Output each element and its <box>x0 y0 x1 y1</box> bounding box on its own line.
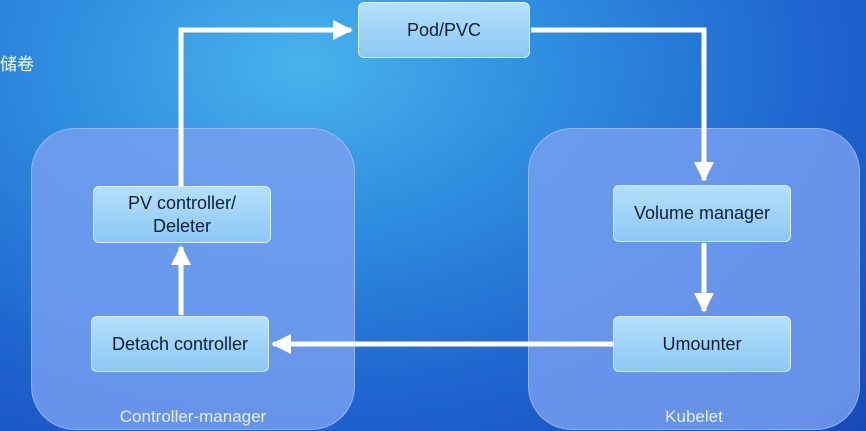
detach-controller-node: Detach controller <box>91 316 269 372</box>
controller-manager-group: Controller-manager <box>31 128 355 430</box>
kubelet-label: Kubelet <box>665 407 723 426</box>
pod-pvc-label: Pod/PVC <box>406 19 482 40</box>
detach-controller-label: Detach controller <box>111 333 249 354</box>
volume-manager-node: Volume manager <box>613 185 791 242</box>
arrow-pod-to-volume-manager <box>531 27 714 182</box>
arrow-pv-controller-to-pod <box>178 20 353 186</box>
pv-controller-label-line1: PV controller/ <box>127 192 237 213</box>
pv-controller-node: PV controller/ Deleter <box>93 186 271 243</box>
controller-manager-label: Controller-manager <box>119 407 267 426</box>
side-label: 储卷 <box>0 55 34 74</box>
pv-controller-label-line2: Deleter <box>152 215 212 236</box>
umounter-node: Umounter <box>613 316 791 372</box>
volume-manager-label: Volume manager <box>633 203 771 223</box>
pod-pvc-node: Pod/PVC <box>358 2 530 58</box>
umounter-label: Umounter <box>662 333 742 354</box>
